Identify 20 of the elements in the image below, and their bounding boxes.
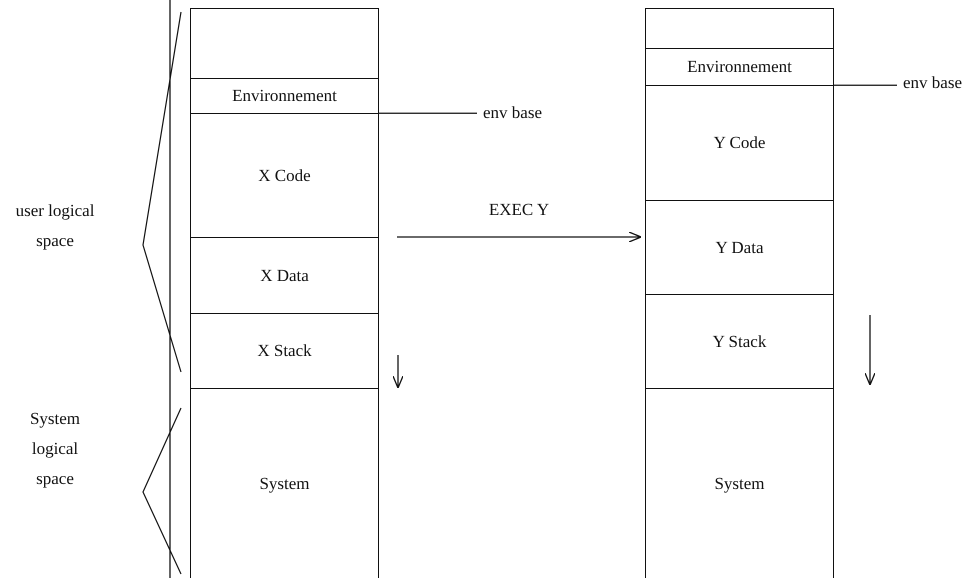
- memory-segment: Y Code: [646, 86, 833, 201]
- memory-segment: Environnement: [646, 49, 833, 86]
- memory-segment: System: [191, 389, 378, 578]
- memory-segment: Environnement: [191, 79, 378, 114]
- memory-column: [190, 8, 379, 578]
- edge-label: EXEC Y: [488, 199, 550, 221]
- leader-line: [378, 112, 477, 114]
- memory-segment: X Stack: [191, 314, 378, 389]
- memory-segment: X Data: [191, 238, 378, 314]
- memory-segment: Y Stack: [646, 295, 833, 389]
- memory-segment: System: [646, 389, 833, 578]
- memory-segment: Y Data: [646, 201, 833, 295]
- annotation-text: env base: [903, 70, 975, 96]
- memory-column: [645, 8, 834, 578]
- arrow: [397, 231, 642, 243]
- annotation-text: env base: [483, 100, 563, 126]
- region-label: System logical space: [28, 408, 82, 490]
- memory-segment: X Code: [191, 114, 378, 238]
- leader-line: [833, 84, 897, 86]
- region-label: user logical space: [15, 200, 95, 252]
